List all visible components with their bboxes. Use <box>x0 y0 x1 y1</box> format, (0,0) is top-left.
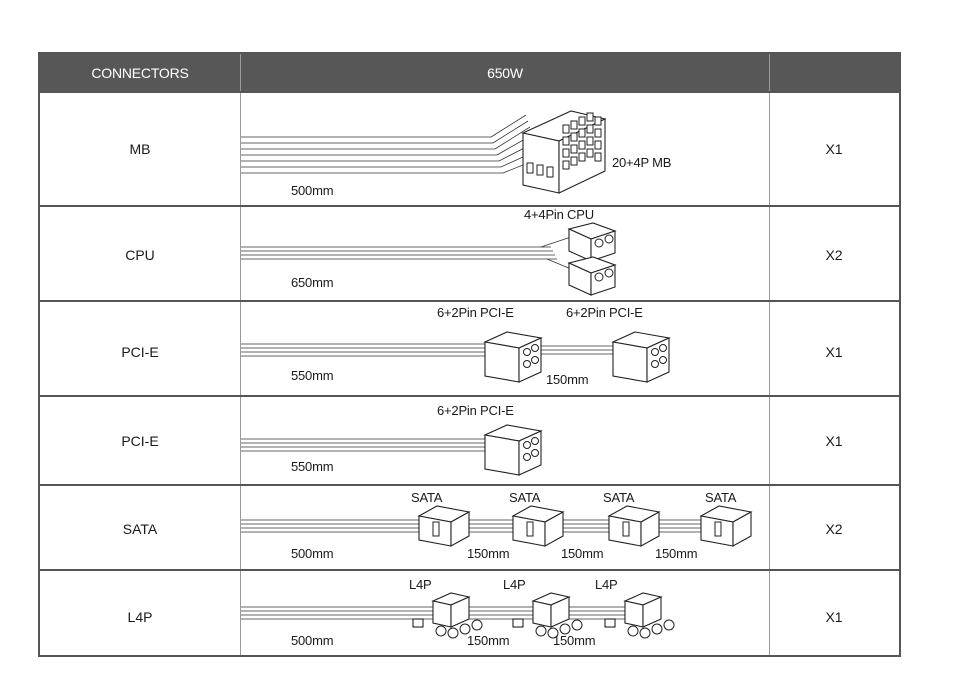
sata-cable-drawing: SATA SATA SATA SATA 500mm 150mm 150mm 15… <box>241 486 769 569</box>
cable-length: 150mm <box>553 633 596 648</box>
row-label: PCI-E <box>121 344 159 360</box>
pcie-8pin-connector <box>483 331 543 383</box>
cable-length: 500mm <box>291 183 334 198</box>
table-row: PCI-E X1 <box>40 302 899 395</box>
molex-connector <box>512 592 583 639</box>
row-label: PCI-E <box>121 433 159 449</box>
cable-length: 550mm <box>291 459 334 474</box>
sata-connector <box>511 505 565 547</box>
cable-length: 150mm <box>467 633 510 648</box>
row-quantity: X1 <box>825 344 843 360</box>
table-row: L4P X1 <box>40 571 899 657</box>
column-divider <box>769 54 770 655</box>
row-divider <box>40 300 899 302</box>
atx-24pin-connector <box>521 110 607 194</box>
connector-table: CONNECTORS 650W MB X1 <box>38 52 901 657</box>
pcie-cable-drawing: 6+2Pin PCI-E 6+2Pin PCI-E 550mm 150mm <box>241 302 769 395</box>
cpu-cable-illustration <box>241 222 617 296</box>
sata-cable-illustration <box>241 505 753 547</box>
row-divider <box>40 91 899 93</box>
cable-length: 500mm <box>291 546 334 561</box>
table-row: PCI-E X1 6+2Pin PCI-E 550mm <box>40 397 899 484</box>
mb-cable-illustration <box>241 110 607 194</box>
connector-label: SATA <box>705 490 737 505</box>
row-label: MB <box>129 141 151 157</box>
column-divider <box>240 54 241 655</box>
row-quantity: X1 <box>825 141 843 157</box>
molex-connector <box>604 592 675 639</box>
row-divider <box>40 395 899 397</box>
mb-cable-drawing: 20+4P MB 500mm <box>241 93 769 205</box>
row-quantity: X2 <box>825 247 843 263</box>
eps-8pin-connector <box>567 222 617 296</box>
row-label: SATA <box>122 521 158 537</box>
cable-length: 150mm <box>655 546 698 561</box>
connector-label: 6+2Pin PCI-E <box>437 403 514 418</box>
row-divider <box>40 484 899 486</box>
connector-label: SATA <box>411 490 443 505</box>
connector-label: 20+4P MB <box>612 155 672 170</box>
pcie-cable-illustration <box>241 424 543 476</box>
l4p-cable-drawing: L4P L4P L4P 500mm 150mm 150mm <box>241 571 769 657</box>
connector-label: L4P <box>503 577 526 592</box>
sata-connector <box>607 505 661 547</box>
row-label: L4P <box>127 609 153 625</box>
table-row: CPU X2 <box>40 207 899 300</box>
cpu-cable-drawing: 4+4Pin CPU 650mm <box>241 207 769 300</box>
row-quantity: X1 <box>825 609 843 625</box>
pcie-cable-drawing: 6+2Pin PCI-E 550mm <box>241 397 769 484</box>
connector-label: L4P <box>409 577 432 592</box>
cable-length: 150mm <box>546 372 589 387</box>
cable-length: 650mm <box>291 275 334 290</box>
row-divider <box>40 569 899 571</box>
cable-length: 150mm <box>467 546 510 561</box>
cable-length: 500mm <box>291 633 334 648</box>
pcie-8pin-connector <box>611 331 671 383</box>
row-quantity: X2 <box>825 521 843 537</box>
row-quantity: X1 <box>825 433 843 449</box>
connector-label: SATA <box>603 490 635 505</box>
pcie-cable-illustration <box>241 331 671 383</box>
connector-label: 6+2Pin PCI-E <box>566 305 643 320</box>
table-header: CONNECTORS 650W <box>40 54 899 92</box>
cable-length: 150mm <box>561 546 604 561</box>
header-connectors: CONNECTORS <box>91 65 189 81</box>
connector-label: 4+4Pin CPU <box>524 207 594 222</box>
row-divider <box>40 205 899 207</box>
row-label: CPU <box>125 247 155 263</box>
connector-label: L4P <box>595 577 618 592</box>
l4p-cable-illustration <box>241 592 675 639</box>
connector-label: 6+2Pin PCI-E <box>437 305 514 320</box>
header-quantity <box>770 54 899 92</box>
header-wattage: 650W <box>487 65 523 81</box>
connector-label: SATA <box>509 490 541 505</box>
table-row: SATA X2 <box>40 486 899 569</box>
molex-connector <box>412 592 483 639</box>
pcie-8pin-connector <box>483 424 543 476</box>
cable-length: 550mm <box>291 368 334 383</box>
sata-connector <box>699 505 753 547</box>
sata-connector <box>417 505 471 547</box>
table-row: MB X1 <box>40 93 899 205</box>
